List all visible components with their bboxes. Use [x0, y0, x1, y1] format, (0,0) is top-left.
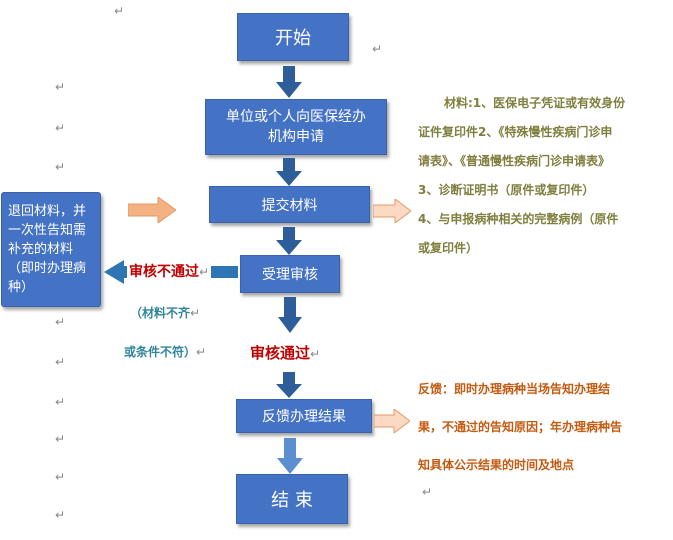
paragraph-mark: ↵ — [114, 4, 125, 18]
paragraph-mark: ↵ — [310, 347, 321, 361]
rejected-reason-text-1: （材料不齐 — [130, 306, 191, 320]
paragraph-mark: ↵ — [55, 508, 66, 522]
feedback-note-line: 反馈：即时办理病种当场告知办理结 — [418, 382, 611, 396]
rejected-text: 审核不通过 — [129, 264, 199, 280]
arrow-submit-to-materials — [373, 199, 411, 223]
paragraph-mark: ↵ — [55, 80, 66, 94]
materials-line: 或复印件） — [418, 241, 479, 255]
paragraph-mark: ↵ — [55, 160, 66, 174]
paragraph-mark: ↵ — [190, 306, 201, 320]
feedback-node: 反馈办理结果 — [236, 399, 372, 433]
materials-line: 请表》、《普通慢性疾病门诊申请表》 — [418, 154, 611, 168]
rejected-reason-line-1: （材料不齐↵ — [130, 304, 200, 321]
feedback-note-line: 果，不通过的告知原因；年办理病种告 — [418, 420, 623, 434]
return-label: 退回材料，并一次性告知需补充的材料（即时办理病种） — [8, 204, 87, 295]
paragraph-mark: ↵ — [196, 345, 207, 359]
approved-label: 审核通过↵ — [250, 342, 320, 363]
submit-node: 提交材料 — [209, 186, 370, 223]
paragraph-mark: ↵ — [55, 355, 66, 369]
paragraph-mark: ↵ — [55, 395, 66, 409]
arrow-apply-to-submit — [276, 158, 302, 186]
apply-node: 单位或个人向医保经办机构申请 — [205, 99, 387, 155]
materials-line: 材料:1、医保电子凭证或有效身份 — [444, 96, 626, 110]
paragraph-mark: ↵ — [199, 265, 210, 279]
submit-label: 提交材料 — [261, 197, 318, 214]
arrow-feedback-to-end — [277, 438, 303, 474]
materials-line: 4、与申报病种相关的完整病例（原件 — [418, 212, 619, 226]
review-label: 受理审核 — [262, 267, 318, 283]
start-node: 开始 — [237, 13, 349, 61]
materials-line: 3、诊断证明书（原件或复印件） — [418, 183, 595, 197]
arrow-approved-to-feedback — [276, 372, 302, 398]
materials-note: 材料:1、医保电子凭证或有效身份 证件复印件2、《特殊慢性疾病门诊申 请表》、《… — [418, 89, 670, 263]
paragraph-mark: ↵ — [55, 470, 66, 484]
rejected-reason-text-2: 或条件不符） — [124, 345, 197, 359]
end-label: 结 束 — [271, 490, 313, 511]
feedback-label: 反馈办理结果 — [262, 409, 346, 425]
paragraph-mark: ↵ — [55, 121, 66, 135]
feedback-note-line: 知具体公示结果的时间及地点 — [418, 458, 575, 472]
return-node: 退回材料，并一次性告知需补充的材料（即时办理病种） — [1, 192, 101, 307]
apply-label: 单位或个人向医保经办机构申请 — [226, 109, 366, 145]
paragraph-mark: ↵ — [55, 432, 66, 446]
feedback-note: 反馈：即时办理病种当场告知办理结 果，不通过的告知原因；年办理病种告 知具体公示… — [418, 370, 670, 484]
review-node: 受理审核 — [240, 255, 340, 293]
start-label: 开始 — [275, 28, 311, 49]
arrow-feedback-to-note — [374, 409, 410, 433]
approved-text: 审核通过 — [250, 344, 311, 362]
arrow-submit-to-review — [276, 227, 302, 255]
paragraph-mark: ↵ — [55, 315, 66, 329]
paragraph-mark: ↵ — [422, 485, 433, 499]
rejected-reason-line-2: 或条件不符）↵ — [124, 343, 206, 360]
arrow-review-to-approved — [278, 297, 302, 333]
materials-line: 证件复印件2、《特殊慢性疾病门诊申 — [418, 125, 613, 139]
arrow-start-to-apply — [276, 66, 302, 98]
paragraph-mark: ↵ — [372, 42, 383, 56]
end-node: 结 束 — [236, 474, 348, 524]
rejected-label: 审核不通过↵ — [127, 263, 212, 281]
arrow-return-to-submit — [128, 197, 176, 223]
